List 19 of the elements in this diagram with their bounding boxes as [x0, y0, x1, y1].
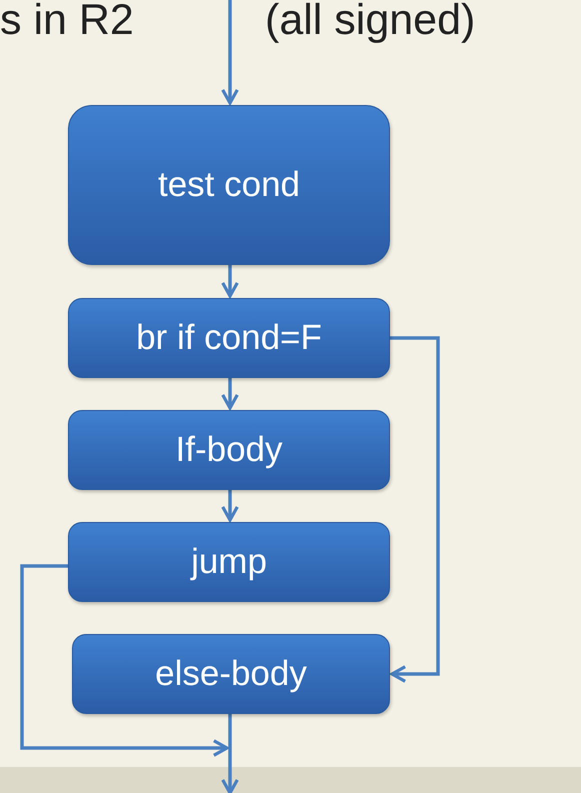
arrow [221, 714, 239, 793]
box-label: br if cond=F [136, 318, 322, 358]
process-box [72, 634, 390, 714]
arrow [390, 336, 440, 683]
process-box [68, 522, 390, 602]
box-label: If-body [176, 430, 282, 470]
arrow [221, 0, 239, 105]
arrow [221, 378, 239, 410]
heading-text: s in R2 [0, 0, 134, 45]
process-box [68, 410, 390, 490]
box-label: jump [191, 542, 267, 582]
box-label: else-body [155, 654, 307, 694]
arrow [221, 265, 239, 298]
heading-text: (all signed) [265, 0, 476, 45]
process-box [68, 105, 390, 265]
box-label: test cond [158, 165, 300, 205]
process-box [68, 298, 390, 378]
arrow [20, 564, 229, 757]
arrow [221, 490, 239, 522]
